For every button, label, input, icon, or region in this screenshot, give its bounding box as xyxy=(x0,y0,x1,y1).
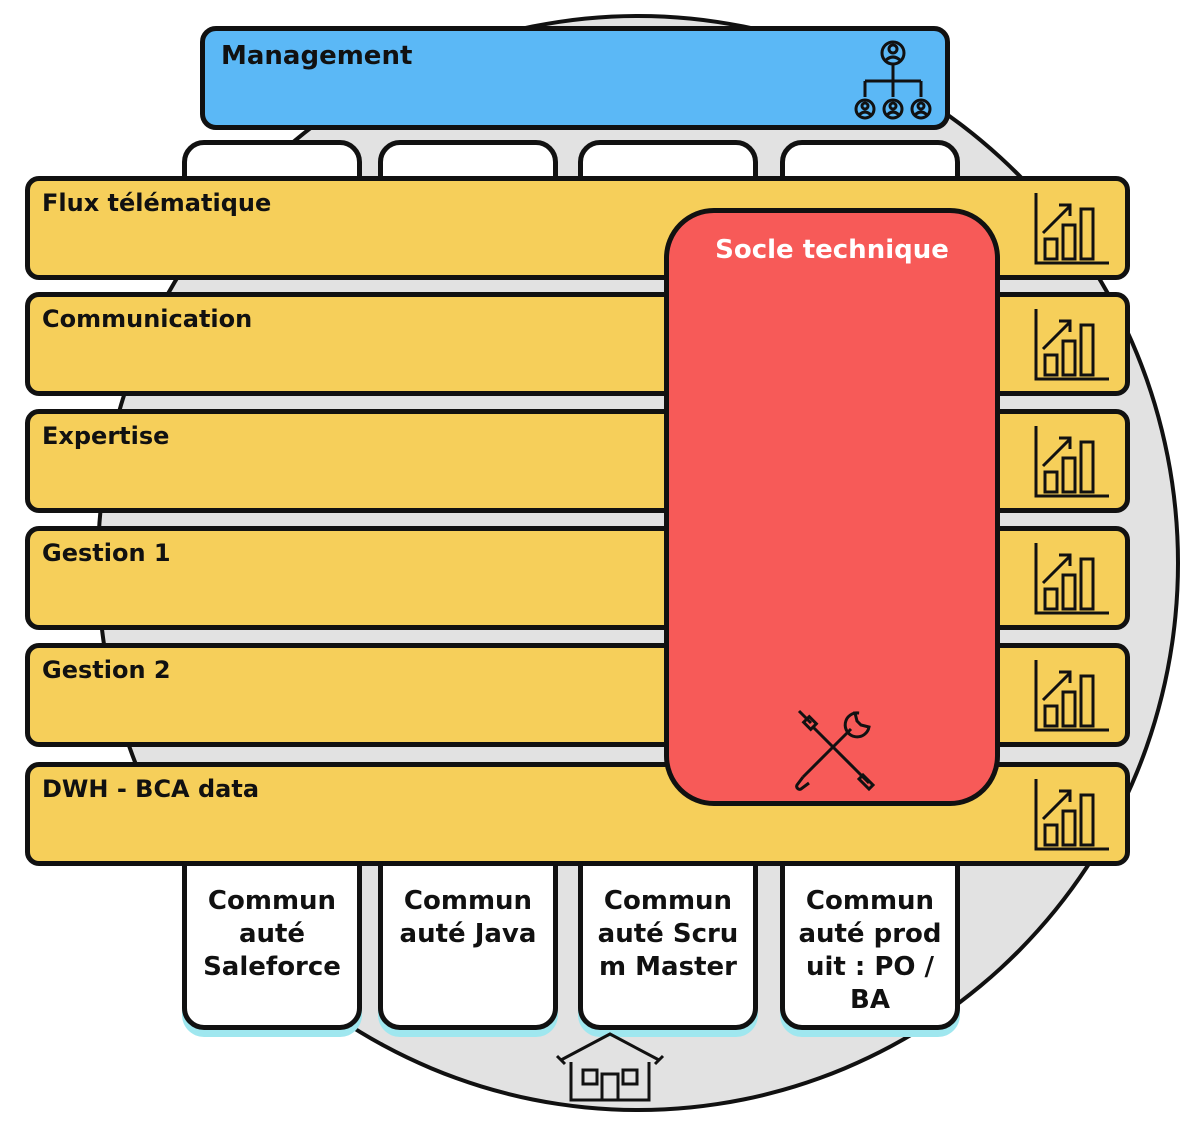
management-box: Management xyxy=(200,26,950,130)
row-label: Expertise xyxy=(42,422,170,450)
house-icon xyxy=(555,1032,665,1102)
community-java: Commun auté Java xyxy=(378,840,558,1030)
community-scrum-master: Commun auté Scru m Master xyxy=(578,840,758,1030)
growth-chart-icon xyxy=(1034,426,1109,498)
row-label: Gestion 1 xyxy=(42,539,171,567)
row-label: Communication xyxy=(42,305,253,333)
org-chart-icon xyxy=(854,40,932,120)
community-saleforce: Commun auté Saleforce xyxy=(182,840,362,1030)
row-label: Flux télématique xyxy=(42,189,272,217)
row-label: DWH - BCA data xyxy=(42,775,260,803)
growth-chart-icon xyxy=(1034,193,1109,265)
growth-chart-icon xyxy=(1034,779,1109,851)
socle-technique-box: Socle technique xyxy=(664,208,1000,806)
growth-chart-icon xyxy=(1034,660,1109,732)
row-label: Gestion 2 xyxy=(42,656,171,684)
community-product-po-ba: Commun auté prod uit : PO / BA xyxy=(780,840,960,1030)
tools-icon xyxy=(795,709,876,792)
socle-title: Socle technique xyxy=(715,235,949,265)
community-label: Commun auté Java xyxy=(399,886,537,949)
growth-chart-icon xyxy=(1034,309,1109,381)
community-label: Commun auté prod uit : PO / BA xyxy=(798,886,942,1015)
community-label: Commun auté Saleforce xyxy=(203,886,341,982)
growth-chart-icon xyxy=(1034,543,1109,615)
management-title: Management xyxy=(221,41,413,71)
community-label: Commun auté Scru m Master xyxy=(597,886,739,982)
